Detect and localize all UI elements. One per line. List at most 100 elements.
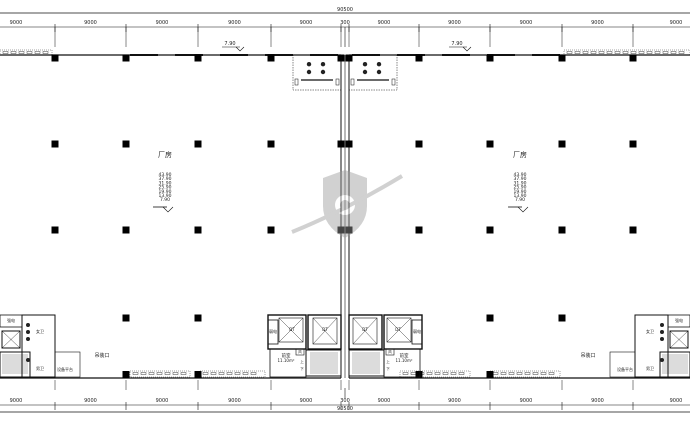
toilet-fixture-icon <box>306 61 312 67</box>
bay-dimension-label: 300 <box>340 20 350 26</box>
elevator-cross <box>386 317 412 343</box>
hoist-opening-label: 吊装口 <box>580 352 595 359</box>
window-unit <box>434 372 441 375</box>
floor-level-label: 37.90 <box>159 176 172 182</box>
toilet-room <box>634 314 669 378</box>
structural-column <box>415 54 423 62</box>
floor-level-label: 19.90 <box>514 189 527 195</box>
bay-dimension-label: 9000 <box>670 398 683 404</box>
window-unit <box>622 51 629 54</box>
stair-down-label: 下 <box>300 367 304 371</box>
window-unit <box>10 51 17 54</box>
floor-level-label: 43.90 <box>159 172 172 178</box>
window-unit <box>606 51 613 54</box>
window-unit <box>566 51 573 54</box>
bay-dimension-label: 9000 <box>448 398 461 404</box>
structural-column <box>337 226 345 234</box>
stair-up-label: 上 <box>300 359 304 364</box>
toilet-fixture-icon <box>320 61 326 67</box>
elevator-label: DT <box>289 327 295 332</box>
elevator-car <box>312 317 338 345</box>
strong-power-label: 强电 <box>7 317 15 323</box>
toilet-fixture-icon <box>376 69 382 75</box>
elevator-label: DT <box>395 327 401 332</box>
watermark-shield-icon <box>323 170 367 238</box>
window-unit <box>598 51 605 54</box>
stair <box>659 351 690 378</box>
window-unit <box>164 372 171 375</box>
floor-level-label: 7.90 <box>515 197 525 203</box>
toilet-fixture-icon <box>660 323 664 327</box>
bay-dimension-label: 9000 <box>300 398 313 404</box>
floor-level-label: 13.90 <box>514 193 527 199</box>
window-unit <box>250 372 257 375</box>
toilet-fixture-icon <box>26 358 30 362</box>
hall-label: 厂房 <box>513 150 527 159</box>
toilet-room <box>21 314 56 378</box>
overall-dimension-top: 90500 <box>337 7 353 13</box>
window-unit <box>426 372 433 375</box>
elevator-car <box>278 317 304 343</box>
elevator-cross <box>669 330 689 349</box>
toilet-fixture-icon <box>362 69 368 75</box>
structural-column <box>267 140 275 148</box>
equipment-platform-label: 设备平台 <box>57 366 73 372</box>
bay-dimension-label: 9000 <box>228 398 241 404</box>
window-unit <box>42 51 49 54</box>
floor-level-label: 37.90 <box>514 176 527 182</box>
window-unit <box>540 372 547 375</box>
stair-down-label: 下 <box>386 367 390 371</box>
structural-column <box>122 140 130 148</box>
elevator-car <box>386 317 412 343</box>
window-unit <box>574 51 581 54</box>
door <box>294 78 299 86</box>
level-triangle-icon <box>235 46 245 52</box>
door <box>391 78 396 86</box>
window-unit <box>638 51 645 54</box>
elevator-shaft <box>669 330 689 349</box>
window-unit <box>590 51 597 54</box>
female-wc-label: 女卫 <box>36 328 44 334</box>
toilet-fixture-icon <box>26 330 30 334</box>
toilet-fixture-icon <box>660 330 664 334</box>
toilet-fixture-icon <box>660 337 664 341</box>
window-unit <box>132 372 139 375</box>
hall-label: 厂房 <box>158 150 172 159</box>
stair <box>0 351 31 378</box>
window-unit <box>662 51 669 54</box>
equipment-platform-label: 设备平台 <box>617 366 633 372</box>
window-unit <box>524 372 531 375</box>
structural-column <box>558 140 566 148</box>
structural-column <box>486 314 494 322</box>
toilet-core <box>292 54 342 91</box>
structural-column <box>122 314 130 322</box>
window-unit <box>548 372 555 375</box>
structural-column <box>267 54 275 62</box>
elevator-cross <box>1 330 21 349</box>
bay-dimension-label: 9000 <box>10 398 23 404</box>
overall-dimension-bottom: 90500 <box>337 406 353 412</box>
watermark-orbit <box>291 174 404 234</box>
bay-dimension-label: 9000 <box>378 20 391 26</box>
structural-column <box>629 54 637 62</box>
level-marker-top: 7.90 <box>224 41 235 47</box>
structural-column <box>415 371 423 378</box>
level-marker-top: 7.90 <box>451 41 462 47</box>
toilet-fixture-icon <box>660 358 664 362</box>
structural-column <box>345 226 353 234</box>
structural-column <box>486 371 494 378</box>
bay-dimension-label: 9000 <box>591 20 604 26</box>
floor-level-label: 19.90 <box>159 189 172 195</box>
window-unit <box>614 51 621 54</box>
structural-column <box>51 54 59 62</box>
window-unit <box>18 51 25 54</box>
anteroom-area-label: 11.10m² <box>278 358 295 363</box>
structural-column <box>194 314 202 322</box>
anteroom-label: 前室 <box>282 352 291 359</box>
window-strip <box>199 370 266 378</box>
window-unit <box>532 372 539 375</box>
window-unit <box>516 372 523 375</box>
structural-column <box>194 371 202 378</box>
structural-column <box>558 226 566 234</box>
anteroom <box>383 348 421 378</box>
